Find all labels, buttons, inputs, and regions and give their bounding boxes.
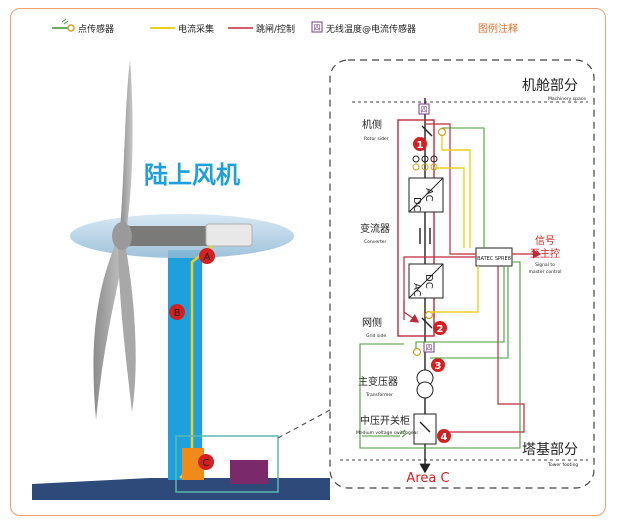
rotor-side-label: 机侧 bbox=[362, 118, 382, 131]
svg-text:Converter: Converter bbox=[364, 239, 387, 245]
marker-b: B bbox=[169, 304, 185, 320]
svg-text:Transformer: Transformer bbox=[365, 392, 393, 398]
point-4: 4 bbox=[437, 429, 451, 443]
legend-point-sensor: 点传感器 bbox=[52, 18, 114, 35]
generator bbox=[205, 223, 253, 247]
wireless-tag-top bbox=[418, 103, 430, 115]
svg-text:Medium voltage switchgear: Medium voltage switchgear bbox=[356, 430, 418, 436]
sensor-icon-transformer bbox=[412, 347, 422, 357]
svg-text:4: 4 bbox=[441, 432, 448, 443]
svg-text:Rotor sider: Rotor sider bbox=[364, 136, 389, 142]
tower bbox=[168, 250, 202, 480]
wireless-sensor-icon bbox=[311, 21, 323, 33]
legend-trip-control: 跳闸/控制 bbox=[228, 23, 295, 35]
svg-text:AC: AC bbox=[411, 283, 422, 297]
capacitor bbox=[419, 228, 431, 244]
svg-text:DC: DC bbox=[423, 274, 434, 289]
batec-label: BATEC SPRE8 bbox=[477, 256, 511, 262]
transformer-label: 主变压器 bbox=[358, 375, 398, 388]
point-1: 1 bbox=[413, 137, 427, 151]
current-wiring bbox=[429, 136, 479, 313]
svg-text:B: B bbox=[174, 308, 181, 319]
svg-text:1: 1 bbox=[417, 140, 424, 151]
blade-bottom-left bbox=[93, 238, 126, 420]
legend-current-label: 电流采集 bbox=[178, 23, 214, 35]
switchgear-box bbox=[413, 413, 437, 445]
legend: 点传感器 电流采集 跳闸/控制 四 无线温度@电流传感器 图例注释 bbox=[52, 18, 518, 35]
signal-label-1: 信号 bbox=[535, 235, 555, 247]
svg-text:Machinery space: Machinery space bbox=[548, 96, 586, 102]
marker-a: A bbox=[199, 248, 215, 264]
svg-text:Signal to: Signal to bbox=[535, 262, 555, 268]
svg-text:四: 四 bbox=[314, 24, 321, 32]
wireless-wave-icon-switchgear bbox=[399, 429, 408, 438]
legend-wireless-label: 无线温度@电流传感器 bbox=[326, 23, 416, 35]
sensor-icon bbox=[67, 24, 75, 32]
converter-label: 变流器 bbox=[360, 222, 390, 235]
switchgear-label: 中压开关柜 bbox=[360, 414, 410, 427]
transformer-icon bbox=[416, 369, 434, 399]
ground bbox=[32, 478, 330, 500]
turbine-title: 陆上风机 bbox=[144, 161, 240, 189]
tower-section-label: 塔基部分 bbox=[522, 441, 578, 458]
svg-text:四: 四 bbox=[426, 344, 433, 352]
svg-text:Tower footing: Tower footing bbox=[547, 462, 578, 468]
base-cabinet-orange bbox=[182, 448, 204, 480]
detail-panel-border bbox=[329, 59, 595, 489]
blade-top bbox=[120, 60, 133, 232]
point-3: 3 bbox=[431, 358, 445, 372]
marker-c: C bbox=[198, 454, 214, 470]
svg-text:master control: master control bbox=[529, 269, 562, 275]
legend-point-sensor-label: 点传感器 bbox=[78, 23, 114, 35]
point-sensor-wiring bbox=[359, 127, 521, 449]
ac-dc-block-top: AC DC bbox=[408, 177, 444, 213]
svg-text:DC: DC bbox=[411, 197, 422, 212]
sensor-icon-rotor bbox=[437, 127, 447, 137]
detail-panel: 机舱部分 Machinery space 塔基部分 Tower footing … bbox=[329, 59, 595, 489]
callout-line bbox=[277, 409, 331, 439]
converter-outline bbox=[397, 119, 435, 337]
wireless-wave-icon bbox=[61, 18, 69, 25]
point-2: 2 bbox=[433, 321, 447, 335]
drive-shaft bbox=[128, 226, 208, 246]
grid-side-label: 网侧 bbox=[362, 316, 382, 329]
legend-trip-label: 跳闸/控制 bbox=[256, 23, 295, 35]
svg-text:Grid side: Grid side bbox=[366, 333, 386, 339]
svg-text:3: 3 bbox=[435, 361, 442, 372]
area-c-box bbox=[175, 435, 279, 493]
nacelle-section-label: 机舱部分 bbox=[522, 78, 578, 94]
area-c-label: Area C bbox=[406, 471, 449, 486]
svg-text:AC: AC bbox=[423, 188, 434, 202]
legend-wireless-sensor: 四 无线温度@电流传感器 bbox=[311, 21, 416, 35]
figure-frame bbox=[10, 8, 606, 516]
blade-bottom-right bbox=[118, 238, 136, 412]
base-cabinet-purple bbox=[230, 460, 268, 484]
sensor-array bbox=[412, 155, 438, 171]
legend-current-collect: 电流采集 bbox=[150, 23, 214, 35]
svg-text:C: C bbox=[203, 458, 210, 469]
turbine-illustration: 陆上风机 A B C bbox=[32, 60, 331, 500]
ac-dc-block-bottom: DC AC bbox=[408, 263, 444, 299]
svg-text:2: 2 bbox=[437, 324, 444, 335]
svg-text:A: A bbox=[204, 252, 211, 263]
svg-text:四: 四 bbox=[421, 106, 428, 114]
hub bbox=[112, 222, 132, 250]
legend-title: 图例注释 bbox=[478, 22, 518, 35]
